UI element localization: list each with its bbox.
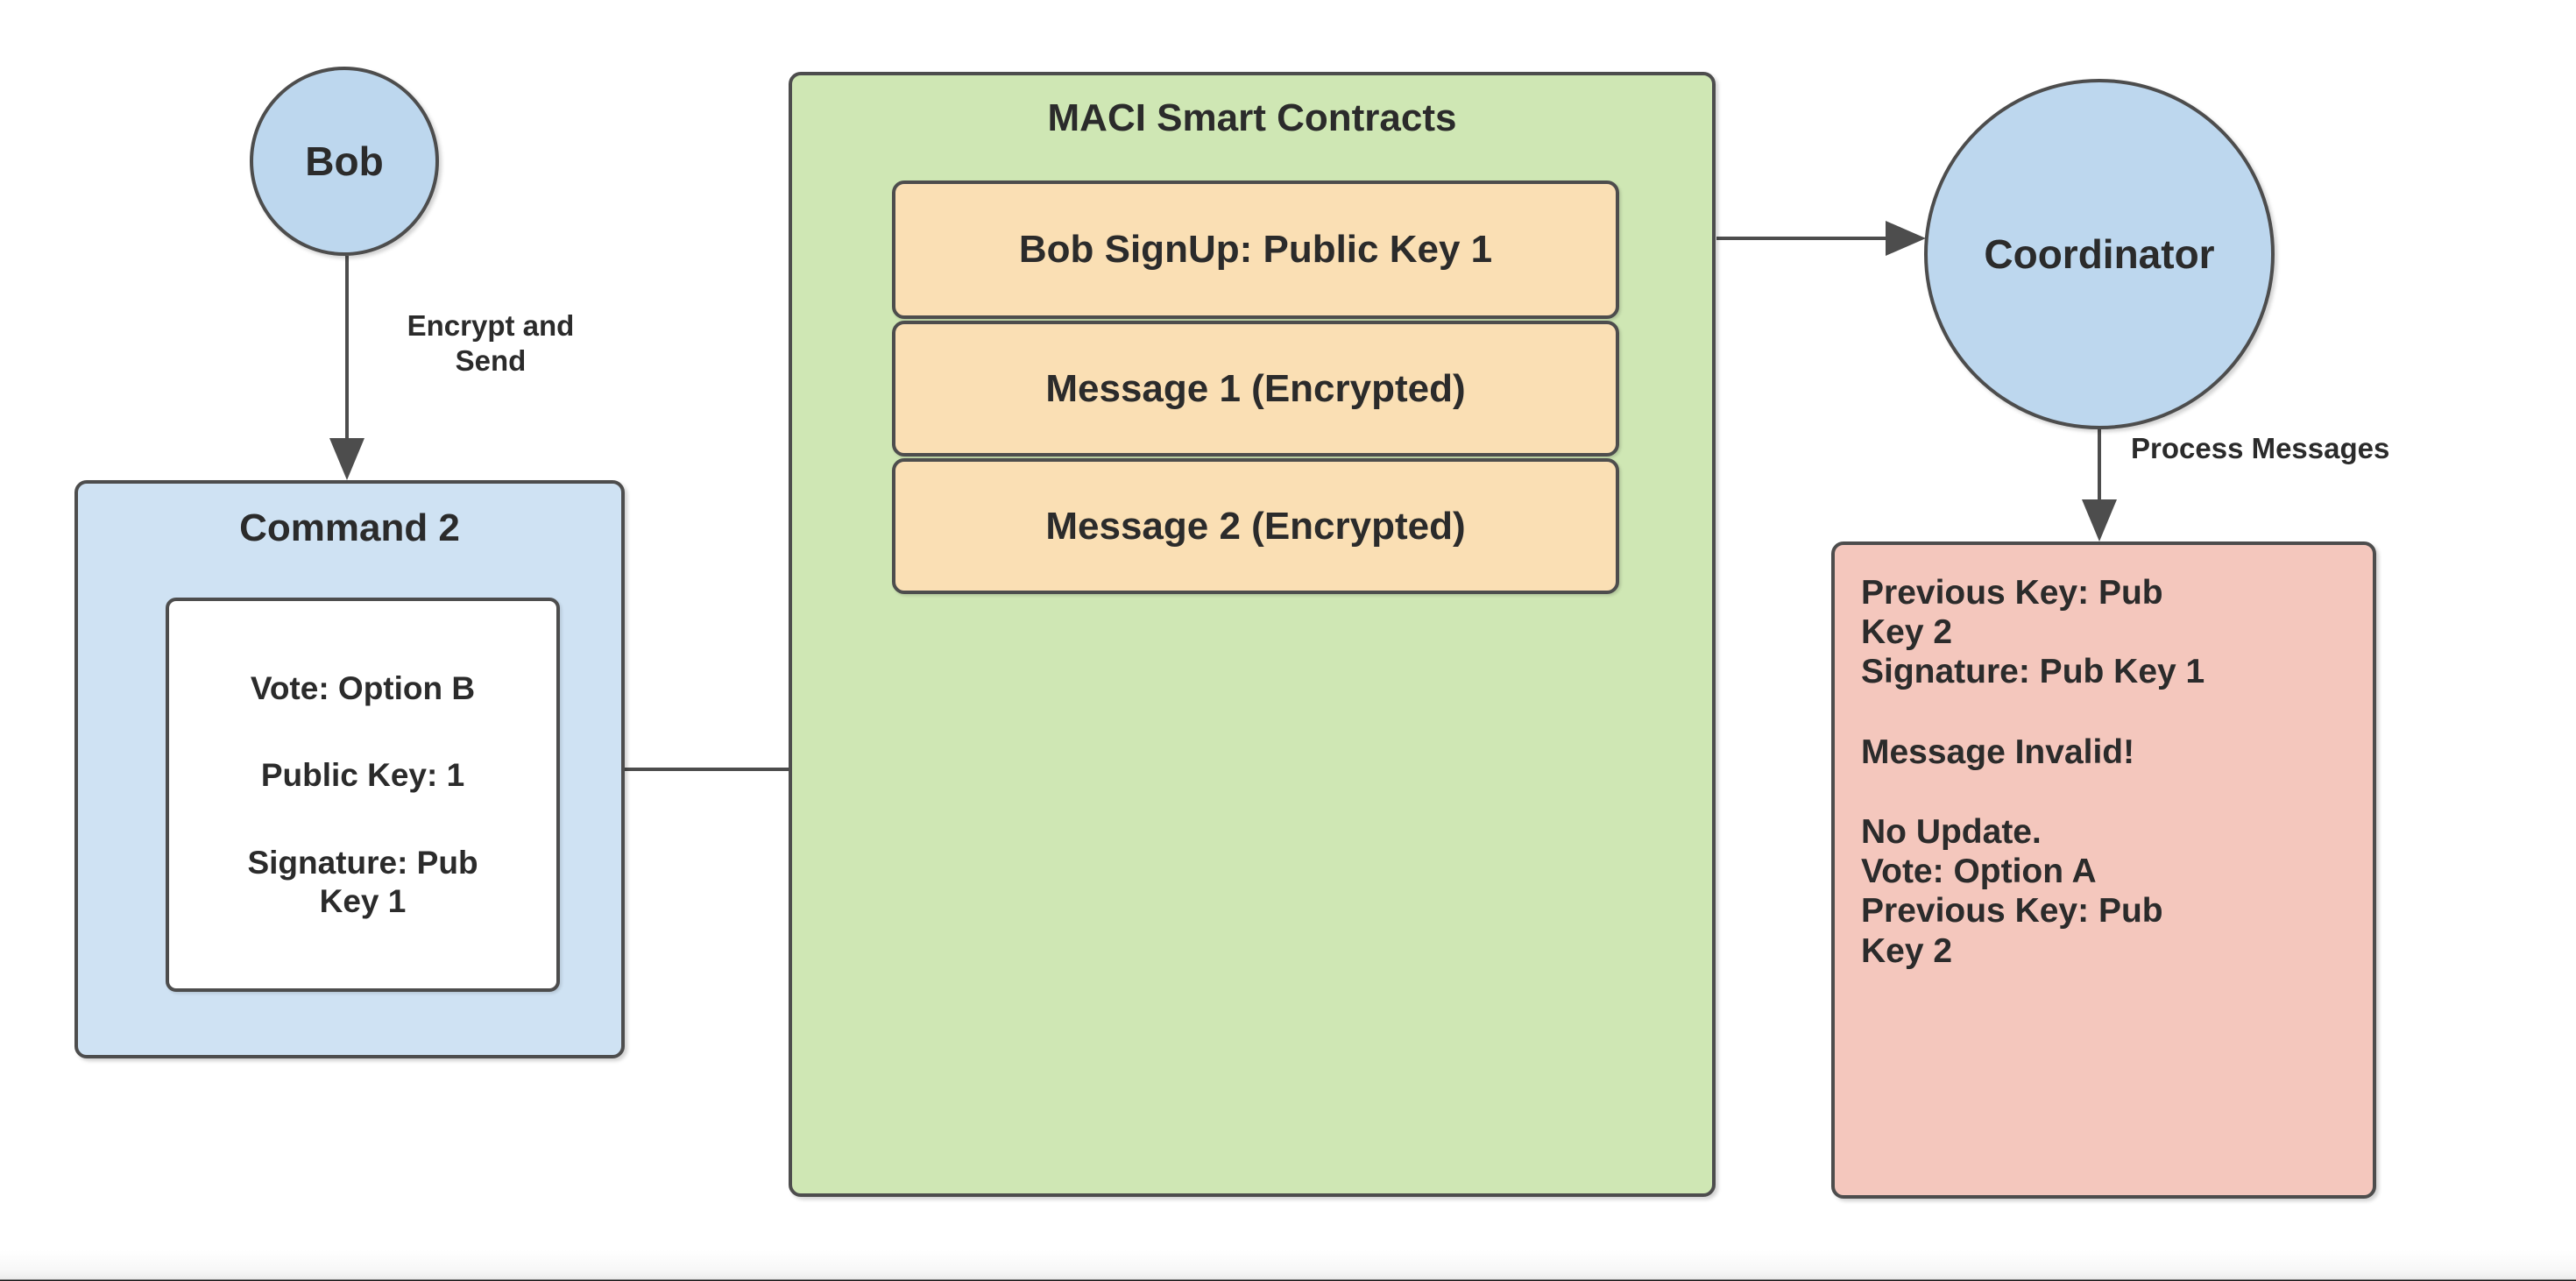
- maci-item-bob-signup[interactable]: Bob SignUp: Public Key 1: [892, 180, 1619, 319]
- command-2-title: Command 2: [239, 506, 460, 549]
- maci-title: MACI Smart Contracts: [1047, 96, 1457, 139]
- command-detail-vote: Vote: Option B: [250, 669, 476, 706]
- result-line-previous-key-a: Previous Key: Pub: [1861, 574, 2163, 612]
- node-processing-result[interactable]: Previous Key: Pub Key 2 Signature: Pub K…: [1831, 541, 2376, 1199]
- node-bob[interactable]: Bob: [250, 67, 439, 256]
- result-spacer-2: [1861, 772, 2350, 812]
- result-line-signature: Signature: Pub Key 1: [1861, 653, 2205, 691]
- maci-item-message-1-label: Message 1 (Encrypted): [1045, 366, 1466, 410]
- node-coordinator-label: Coordinator: [1984, 230, 2215, 277]
- node-bob-label: Bob: [305, 138, 384, 184]
- node-maci-smart-contracts[interactable]: MACI Smart Contracts Bob SignUp: Public …: [789, 72, 1716, 1197]
- command-detail-signature: Signature: Pub Key 1: [247, 845, 478, 919]
- node-command-2[interactable]: Command 2 Vote: Option B Public Key: 1 S…: [74, 480, 625, 1058]
- result-line-key-2-a: Key 2: [1861, 613, 1953, 652]
- result-line-previous-key-b: Previous Key: Pub: [1861, 892, 2163, 931]
- maci-item-message-2-label: Message 2 (Encrypted): [1045, 504, 1466, 548]
- node-coordinator[interactable]: Coordinator: [1924, 79, 2275, 429]
- result-line-no-update: No Update.: [1861, 812, 2042, 851]
- edge-label-process-messages: Process Messages: [2131, 432, 2390, 464]
- maci-item-message-1[interactable]: Message 1 (Encrypted): [892, 321, 1619, 456]
- result-line-key-2-b: Key 2: [1861, 931, 1953, 970]
- command-2-details-box: Vote: Option B Public Key: 1 Signature: …: [166, 598, 560, 992]
- maci-item-bob-signup-label: Bob SignUp: Public Key 1: [1018, 228, 1493, 271]
- command-detail-public-key: Public Key: 1: [260, 757, 465, 794]
- edge-label-encrypt-and-send: Encrypt and Send: [407, 309, 575, 377]
- result-spacer-1: [1861, 692, 2350, 733]
- result-line-message-invalid: Message Invalid!: [1861, 733, 2135, 771]
- maci-item-message-2[interactable]: Message 2 (Encrypted): [892, 458, 1619, 594]
- result-line-vote: Vote: Option A: [1861, 853, 2097, 891]
